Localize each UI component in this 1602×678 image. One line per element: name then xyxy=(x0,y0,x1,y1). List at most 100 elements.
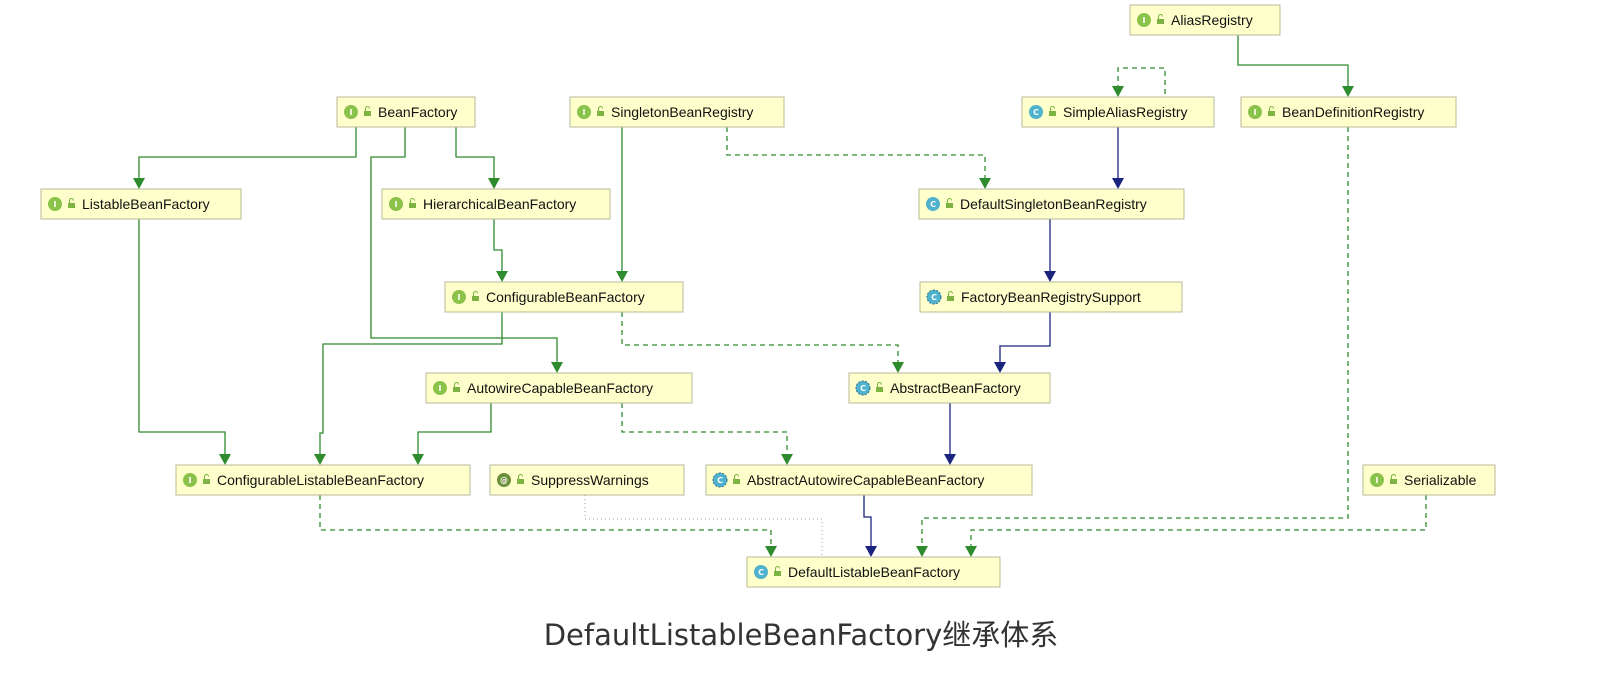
badge-letter: C xyxy=(860,384,866,393)
public-visibility-icon xyxy=(364,105,371,116)
public-visibility-icon xyxy=(946,197,953,208)
public-visibility-icon xyxy=(774,565,781,576)
node-box xyxy=(444,281,684,313)
edge-configurable-bean-factory-to-hierarchical-bean-factory xyxy=(493,219,508,282)
edge-abstract-bean-factory-to-factory-bean-registry-support xyxy=(994,312,1051,373)
node-label: ConfigurableListableBeanFactory xyxy=(217,472,424,488)
edge-bean-definition-registry-to-alias-registry-line xyxy=(1237,35,1349,86)
edge-configurable-listable-bean-factory-to-autowire-capable-bean-factory xyxy=(412,403,492,465)
node-abstract-bean-factory[interactable]: C AbstractBeanFactory xyxy=(848,372,1051,404)
public-visibility-icon xyxy=(1390,473,1397,484)
badge-letter: I xyxy=(1143,16,1146,25)
node-label: SimpleAliasRegistry xyxy=(1063,104,1187,120)
public-visibility-icon xyxy=(1268,105,1275,116)
edge-abstract-autowire-capable-bean-factory-to-abstract-bean-factory xyxy=(944,403,956,465)
node-label: AbstractBeanFactory xyxy=(890,380,1021,396)
node-serializable[interactable]: I Serializable xyxy=(1362,464,1496,496)
node-label: ListableBeanFactory xyxy=(82,196,210,212)
edge-abstract-autowire-capable-bean-factory-to-autowire-capable-bean-factory xyxy=(621,403,793,465)
edge-abstract-autowire-capable-bean-factory-to-autowire-capable-bean-factory-line xyxy=(621,403,788,454)
node-label: SingletonBeanRegistry xyxy=(611,104,753,120)
node-suppress-warnings[interactable]: @ SuppressWarnings xyxy=(489,464,685,496)
edge-default-listable-bean-factory-to-configurable-listable-bean-factory-line xyxy=(319,495,772,546)
edge-default-listable-bean-factory-to-abstract-autowire-capable-bean-factory xyxy=(863,495,877,557)
node-label: SuppressWarnings xyxy=(531,472,649,488)
edge-configurable-listable-bean-factory-to-configurable-bean-factory-line xyxy=(319,312,503,454)
interface-badge-icon: I xyxy=(1370,473,1384,487)
node-label: DefaultSingletonBeanRegistry xyxy=(960,196,1147,212)
node-label: Serializable xyxy=(1404,472,1477,488)
edge-configurable-listable-bean-factory-to-configurable-bean-factory xyxy=(314,312,503,465)
node-label: DefaultListableBeanFactory xyxy=(788,564,960,580)
edge-factory-bean-registry-support-to-default-singleton-bean-registry xyxy=(1044,219,1056,282)
interface-badge-icon: I xyxy=(48,197,62,211)
public-visibility-icon xyxy=(517,473,524,484)
interface-badge-icon: I xyxy=(344,105,358,119)
edge-default-listable-bean-factory-to-serializable-line xyxy=(970,495,1427,546)
badge-letter: I xyxy=(395,200,398,209)
arrowhead-icon xyxy=(133,178,145,189)
node-configurable-listable-bean-factory[interactable]: I ConfigurableListableBeanFactory xyxy=(175,464,471,496)
edge-abstract-bean-factory-to-configurable-bean-factory-line xyxy=(621,312,899,362)
node-box xyxy=(1129,4,1281,36)
edge-abstract-bean-factory-to-factory-bean-registry-support-line xyxy=(999,312,1051,362)
public-visibility-icon xyxy=(203,473,210,484)
arrowhead-icon xyxy=(994,362,1006,373)
node-label: BeanDefinitionRegistry xyxy=(1282,104,1424,120)
badge-letter: @ xyxy=(500,476,508,485)
arrowhead-icon xyxy=(1112,86,1124,97)
public-visibility-icon xyxy=(409,197,416,208)
edge-hierarchical-bean-factory-to-bean-factory xyxy=(455,127,500,189)
arrowhead-icon xyxy=(616,271,628,282)
edge-simple-alias-registry-to-alias-registry xyxy=(1112,67,1166,112)
node-box xyxy=(1240,96,1457,128)
node-label: AbstractAutowireCapableBeanFactory xyxy=(747,472,984,488)
arrowhead-icon xyxy=(412,454,424,465)
arrowhead-icon xyxy=(865,546,877,557)
arrowhead-icon xyxy=(916,546,928,557)
arrowhead-icon xyxy=(1342,86,1354,97)
badge-letter: I xyxy=(54,200,57,209)
abstract-badge-icon: C xyxy=(926,289,942,305)
badge-letter: I xyxy=(458,293,461,302)
diagram-caption: DefaultListableBeanFactory继承体系 xyxy=(543,618,1059,652)
edge-autowire-capable-bean-factory-to-bean-factory xyxy=(370,127,563,373)
badge-letter: I xyxy=(1376,476,1379,485)
node-listable-bean-factory[interactable]: I ListableBeanFactory xyxy=(40,188,242,220)
edge-default-listable-bean-factory-to-suppress-warnings-line xyxy=(584,495,823,557)
node-default-listable-bean-factory[interactable]: C DefaultListableBeanFactory xyxy=(746,556,1001,588)
arrowhead-icon xyxy=(1112,178,1124,189)
node-box xyxy=(175,464,471,496)
arrowhead-icon xyxy=(965,546,977,557)
edge-configurable-bean-factory-to-hierarchical-bean-factory-line xyxy=(493,219,503,271)
badge-letter: C xyxy=(930,200,936,209)
node-box xyxy=(569,96,785,128)
arrowhead-icon xyxy=(551,362,563,373)
interface-badge-icon: I xyxy=(452,290,466,304)
arrowhead-icon xyxy=(765,546,777,557)
badge-letter: C xyxy=(758,568,764,577)
public-visibility-icon xyxy=(733,473,740,484)
edge-configurable-listable-bean-factory-to-listable-bean-factory-line xyxy=(138,219,226,454)
edge-default-listable-bean-factory-to-abstract-autowire-capable-bean-factory-line xyxy=(863,495,872,546)
badge-letter: I xyxy=(189,476,192,485)
public-visibility-icon xyxy=(68,197,75,208)
node-box xyxy=(336,96,476,128)
edge-bean-definition-registry-to-alias-registry xyxy=(1237,35,1354,97)
badge-letter: C xyxy=(931,293,937,302)
arrowhead-icon xyxy=(219,454,231,465)
node-default-singleton-bean-registry[interactable]: C DefaultSingletonBeanRegistry xyxy=(918,188,1185,220)
edge-default-listable-bean-factory-to-serializable xyxy=(965,495,1427,557)
badge-letter: I xyxy=(350,108,353,117)
